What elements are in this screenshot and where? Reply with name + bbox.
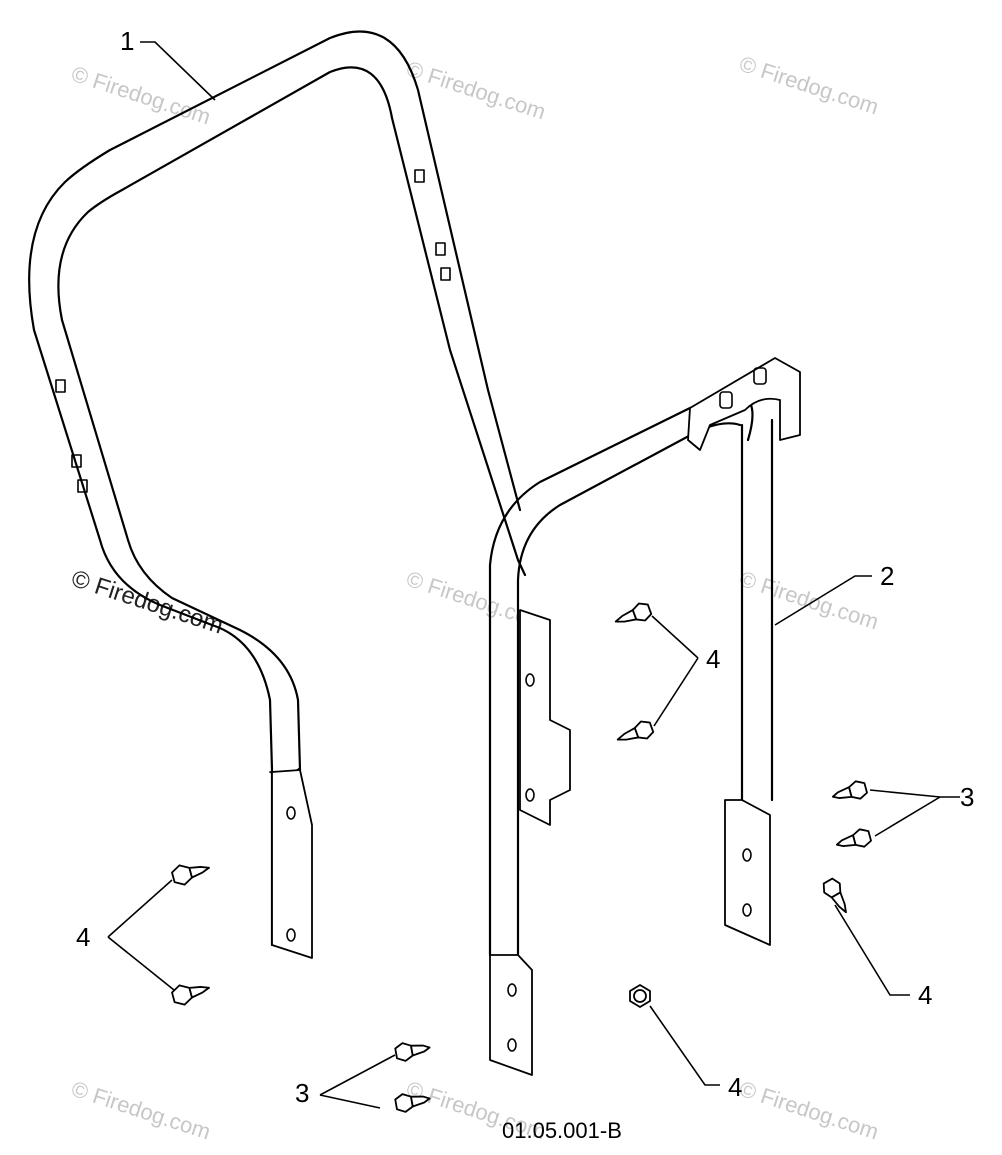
bracket-stud <box>719 391 733 409</box>
frame-slot <box>71 454 82 468</box>
mount-hole <box>507 983 517 997</box>
callout-4-center: 4 <box>706 644 720 674</box>
bolt-3-upper <box>831 780 868 800</box>
callout-4-left: 4 <box>76 922 90 952</box>
callout-4-bottom: 4 <box>728 1072 742 1102</box>
bolt-3-lower <box>835 828 872 848</box>
mount-hole <box>286 928 296 942</box>
part-2-lower-frame <box>488 357 801 1076</box>
frame-slot <box>77 479 88 493</box>
bolt-3-bottom-b <box>394 1093 431 1113</box>
mount-hole <box>507 1038 517 1052</box>
watermark: © Firedog.com <box>68 1076 213 1144</box>
callout-4-right: 4 <box>918 980 932 1010</box>
frame-slot <box>55 379 66 393</box>
rear-foot-plate <box>724 799 771 946</box>
watermark: © Firedog.com <box>403 56 548 124</box>
watermark: © Firedog.com <box>736 1076 881 1144</box>
top-bracket <box>687 357 801 451</box>
u-frame-inner-leg <box>516 422 742 957</box>
watermark: © Firedog.com <box>68 61 213 129</box>
bolt-4-right <box>822 877 847 914</box>
front-foot-plate <box>489 954 533 1076</box>
watermark: © Firedog.com <box>736 51 881 119</box>
leader-lines <box>107 41 960 1109</box>
frame-left-foot-plate <box>271 769 313 959</box>
callout-2: 2 <box>880 561 894 591</box>
callout-labels: 1 2 3 3 4 4 4 4 <box>76 26 974 1108</box>
mount-hole <box>286 806 296 820</box>
frame-slot <box>414 169 425 183</box>
bracket-stud <box>753 367 767 385</box>
part-1-roll-bar-frame <box>28 30 527 959</box>
mount-hole <box>525 673 535 687</box>
frame-slot <box>435 242 446 256</box>
part-3-bolts <box>394 780 872 1113</box>
figure-code: 01.05.001-B <box>502 1118 622 1143</box>
bolt-4-center-upper <box>614 602 653 623</box>
frame-slot <box>440 267 451 281</box>
mount-hole <box>742 848 752 862</box>
frame-outer-edge <box>28 30 522 947</box>
part-4-bolts <box>171 602 847 1008</box>
u-frame-front-leg <box>488 393 754 957</box>
mid-mounting-plate <box>519 609 571 826</box>
bolt-4-left-upper <box>171 864 210 886</box>
callout-3-bottom: 3 <box>295 1078 309 1108</box>
mount-hole <box>742 903 752 917</box>
bolt-3-bottom-a <box>394 1042 431 1062</box>
callout-1: 1 <box>120 26 134 56</box>
bolt-4-bottom <box>629 984 651 1008</box>
callout-3-right: 3 <box>960 782 974 812</box>
bolt-4-left-lower <box>171 984 210 1006</box>
watermark-layer: © Firedog.com © Firedog.com © Firedog.co… <box>68 51 882 1144</box>
mount-hole <box>525 788 535 802</box>
bolt-4-center-lower <box>616 720 655 741</box>
frame-inner-edge <box>57 66 527 772</box>
